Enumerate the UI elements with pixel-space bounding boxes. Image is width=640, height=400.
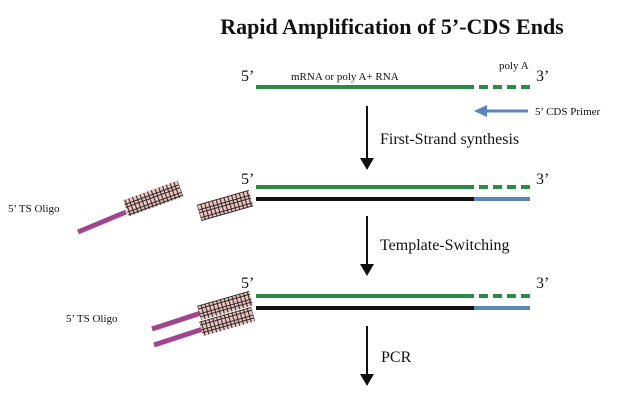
stage-mrna: 5’ mRNA or poly A+ RNA poly A 3’	[241, 60, 549, 89]
ts-oligo-label: 5’ TS Oligo	[8, 203, 60, 215]
pcr-label: PCR	[381, 349, 412, 366]
ts-oligo-rg-sequence	[197, 290, 254, 321]
diagram-title: Rapid Amplification of 5’-CDS Ends	[220, 14, 564, 39]
arrowhead	[360, 264, 374, 276]
stage-first-strand: 5’ 3’	[196, 171, 549, 222]
non-templated-overhang	[196, 189, 254, 222]
ts-oligo-rg-sequence	[123, 180, 184, 217]
three-prime-label: 3’	[536, 68, 549, 85]
ts-oligo-strand	[151, 309, 205, 332]
primer-arrowhead	[474, 105, 487, 117]
mrna-label: mRNA or poly A+ RNA	[291, 71, 399, 83]
three-prime-label: 3’	[536, 275, 549, 292]
arrowhead	[360, 374, 374, 386]
five-prime-label: 5’	[241, 275, 254, 292]
step-arrow-pcr: PCR	[360, 326, 412, 386]
ts-oligo-strand	[77, 209, 127, 235]
first-strand-label: First-Strand synthesis	[380, 131, 519, 148]
template-switching-label: Template-Switching	[380, 237, 510, 254]
polya-label: poly A	[499, 60, 529, 72]
ts-oligo-label: 5’ TS Oligo	[66, 313, 118, 325]
stage-template-switching: 5’ 3’ 5’ TS Oligo	[66, 275, 549, 348]
ts-oligo-free: 5’ TS Oligo	[8, 180, 184, 235]
five-prime-label: 5’	[241, 171, 254, 188]
cds-primer-label: 5’ CDS Primer	[535, 106, 601, 118]
three-prime-label: 3’	[536, 171, 549, 188]
five-prime-label: 5’	[241, 68, 254, 85]
ts-oligo-strand	[153, 325, 207, 348]
non-templated-overhang	[199, 306, 256, 337]
arrowhead	[360, 158, 374, 170]
step-arrow-template-switching: Template-Switching	[360, 216, 510, 276]
step-arrow-first-strand: First-Strand synthesis	[360, 106, 519, 170]
cds-primer: 5’ CDS Primer	[474, 105, 601, 118]
